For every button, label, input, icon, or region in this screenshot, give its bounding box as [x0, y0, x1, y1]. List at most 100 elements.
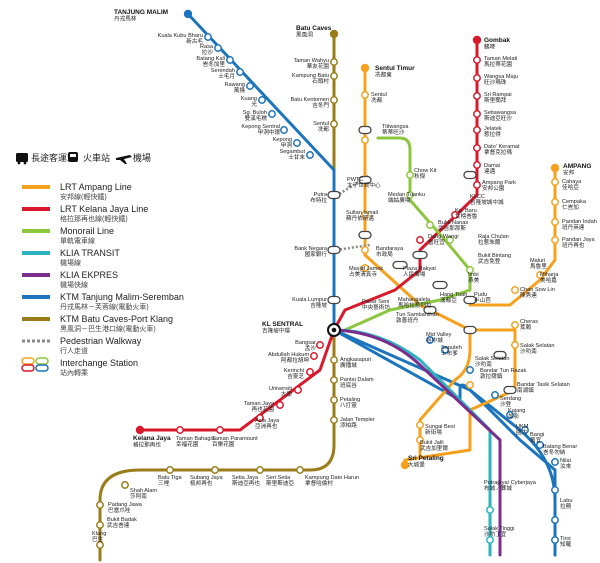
station-marker[interactable] — [211, 466, 219, 474]
station-label-tun-sambanthan[interactable]: Tun Sambanthan — [396, 312, 439, 318]
station-label-tiroi[interactable]: Tiroi — [560, 536, 571, 542]
station-marker[interactable] — [96, 521, 104, 529]
station-label-sultan-ismail[interactable]: Sultan Ismail — [346, 210, 378, 216]
station-label-wangsa-maju[interactable]: Wangsa Maju — [484, 74, 518, 80]
station-marker[interactable] — [536, 271, 544, 279]
station-label-klcc[interactable]: KLCC — [470, 194, 485, 200]
station-label-bangsar[interactable]: Bangsar — [295, 340, 316, 346]
station-marker[interactable] — [280, 126, 288, 134]
station-marker[interactable] — [551, 516, 559, 524]
station-marker[interactable] — [551, 218, 559, 226]
station-label-petaling[interactable]: Petaling — [340, 397, 360, 403]
terminal-label-kelana_jaya[interactable]: Kelana Jaya — [133, 435, 171, 442]
station-marker[interactable] — [473, 56, 481, 64]
station-label-seri-setia[interactable]: Seri Setia — [266, 475, 291, 481]
station-marker[interactable] — [551, 536, 559, 544]
station-label-dang-wangi[interactable]: Dang Wangi — [428, 234, 459, 240]
station-label-titiwangsa[interactable]: Titiwangsa — [382, 124, 409, 130]
station-marker[interactable] — [226, 56, 234, 64]
station-marker[interactable] — [486, 536, 494, 544]
station-label-rawang[interactable]: Rawang — [224, 82, 245, 88]
station-marker[interactable] — [511, 341, 519, 349]
station-marker[interactable] — [296, 466, 304, 474]
station-marker[interactable] — [426, 221, 434, 229]
interchange-marker[interactable] — [503, 385, 517, 395]
station-label-batang-kali[interactable]: Batang Kali — [196, 56, 225, 62]
station-label-kerinchi[interactable]: Kerinchi — [284, 368, 304, 374]
station-marker[interactable] — [416, 236, 424, 244]
station-label-sg-buloh[interactable]: Sg. Buloh — [243, 110, 267, 116]
station-marker[interactable] — [551, 198, 559, 206]
station-marker[interactable] — [306, 368, 314, 376]
station-label-serdang[interactable]: Serdang — [500, 396, 521, 402]
station-marker[interactable] — [330, 58, 338, 66]
station-label-batu-tiga[interactable]: Batu Tiga — [158, 475, 183, 481]
station-marker[interactable] — [330, 376, 338, 384]
station-label-setiawangsa[interactable]: Setiawangsa — [484, 110, 517, 116]
station-label-bank-negara[interactable]: Bank Negara — [294, 246, 328, 252]
station-marker[interactable] — [473, 126, 481, 134]
interchange-marker[interactable] — [358, 175, 372, 185]
station-label-bukit-jalil[interactable]: Bukit Jalil — [420, 440, 444, 446]
station-label-klang[interactable]: Klang — [92, 531, 106, 537]
station-marker[interactable] — [246, 82, 254, 90]
station-marker[interactable] — [204, 33, 212, 41]
station-marker[interactable] — [316, 341, 324, 349]
station-label-plaza-rakyat[interactable]: Plaza Rakyat — [403, 266, 436, 272]
station-marker[interactable] — [294, 386, 302, 394]
interchange-marker[interactable] — [358, 230, 372, 240]
terminal-label-tanjung_malim[interactable]: TANJUNG MALIM — [114, 9, 168, 16]
station-label-batang-benar[interactable]: Batang Benar — [543, 444, 577, 450]
station-label-putrajaya-cyberjaya[interactable]: Putrajaya/ Cyberjaya — [484, 480, 537, 486]
station-label-kuang[interactable]: Kuang — [241, 96, 257, 102]
station-marker[interactable] — [361, 246, 369, 254]
station-marker[interactable] — [310, 352, 318, 360]
station-marker[interactable] — [406, 191, 414, 199]
station-marker[interactable] — [293, 139, 301, 147]
station-label-putra[interactable]: Putra — [314, 192, 328, 198]
station-label-ukm[interactable]: UKM — [516, 424, 529, 430]
interchange-marker[interactable] — [463, 325, 477, 335]
station-label-chan-sow-lin[interactable]: Chan Sow Lin — [520, 287, 555, 293]
station-marker[interactable] — [330, 396, 338, 404]
station-marker[interactable] — [473, 74, 481, 82]
station-label-cahaya[interactable]: Cahaya — [562, 179, 582, 185]
station-marker[interactable] — [446, 236, 454, 244]
station-marker[interactable] — [416, 436, 424, 444]
station-marker[interactable] — [268, 110, 276, 118]
station-marker[interactable] — [466, 381, 474, 389]
station-marker[interactable] — [256, 466, 264, 474]
station-label-hang-tuah[interactable]: Hang Tuah — [440, 292, 467, 298]
station-label-maharajalela[interactable]: Maharajalela — [398, 297, 431, 303]
terminal-label-ampang[interactable]: AMPANG — [563, 163, 591, 170]
station-label-rasa[interactable]: Rasa — [200, 44, 214, 50]
station-label-kepong[interactable]: Kepong — [273, 137, 292, 143]
station-label-damai[interactable]: Damai — [484, 163, 500, 169]
station-label-bandaraya[interactable]: Bandaraya — [376, 246, 404, 252]
terminal-marker[interactable] — [550, 163, 560, 173]
station-label-bukit-badak[interactable]: Bukit Badak — [107, 517, 137, 523]
terminal-label-sri_petaling[interactable]: Sri Petaling — [408, 455, 444, 462]
station-marker[interactable] — [521, 426, 529, 434]
station-label-shah-alam[interactable]: Shah Alam — [130, 488, 157, 494]
station-label-sentul[interactable]: Sentul — [371, 92, 387, 98]
station-label-setia-jaya[interactable]: Setia Jaya — [232, 475, 259, 481]
station-marker[interactable] — [96, 541, 104, 549]
station-marker[interactable] — [256, 414, 264, 422]
station-label-kepong-sentral[interactable]: Kepong Sentral — [241, 124, 280, 130]
station-marker[interactable] — [236, 68, 244, 76]
terminal-label-sentul_timur[interactable]: Sentul Timur — [375, 65, 415, 72]
terminal-label-gombak[interactable]: Gombak — [484, 37, 510, 44]
station-label-bukit-nanas[interactable]: Bukit Nanas — [438, 220, 468, 226]
station-marker[interactable] — [216, 426, 224, 434]
station-label-labu[interactable]: Labu — [560, 498, 572, 504]
station-label-angkasapuri[interactable]: Angkasapuri — [340, 357, 371, 363]
station-label-cempaka[interactable]: Cempaka — [562, 199, 587, 205]
terminal-marker[interactable] — [400, 460, 410, 470]
station-label-salak-tinggi[interactable]: Salak Tinggi — [484, 526, 514, 532]
station-marker[interactable] — [330, 72, 338, 80]
interchange-marker[interactable] — [358, 125, 372, 135]
station-label-padang-jawa[interactable]: Padang Jawa — [108, 502, 143, 508]
terminal-marker[interactable] — [135, 425, 145, 435]
station-label-segambut[interactable]: Segambut — [280, 149, 306, 155]
